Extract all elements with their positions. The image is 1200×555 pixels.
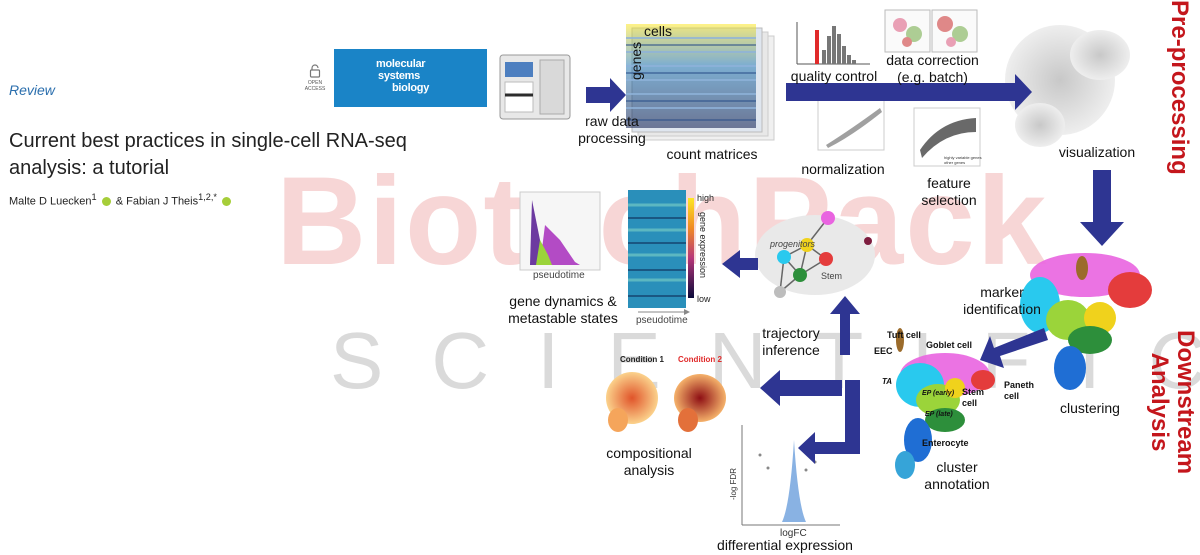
count-matrices-image	[626, 24, 775, 141]
quality-control-histogram	[796, 22, 870, 65]
ep-late-label: EP (late)	[925, 411, 953, 418]
clustering-umap	[1020, 253, 1152, 390]
condition-2-label: Condition 2	[678, 355, 723, 364]
orcid-icon[interactable]	[101, 197, 111, 207]
batch-correction-plots	[884, 9, 978, 53]
data-correction-label: data correction (e.g. batch)	[886, 52, 979, 85]
open-access-line2: ACCESS	[304, 86, 326, 92]
enterocyte-label: Enterocyte	[922, 438, 969, 448]
visualization-label: visualization	[1058, 144, 1136, 160]
feature-selection-label: feature selection	[921, 175, 977, 208]
quality-control-label: quality control	[790, 68, 878, 84]
feature-selection-plot: highly variable genes other genes	[913, 107, 982, 167]
author-1[interactable]: Malte D Luecken	[9, 195, 92, 208]
journal-logo[interactable]: molecular systems biology	[334, 49, 487, 107]
progenitors-label: progenitors	[769, 239, 816, 249]
volcano-plot: -log FDR logFC	[729, 425, 840, 539]
cluster-annotation-umap	[895, 328, 995, 479]
preprocessing-label: Pre-processing	[1166, 0, 1193, 175]
arrow-to-count-matrices	[586, 78, 626, 112]
author-line: Malte D Luecken1 & Fabian J Theis1,2,*	[9, 192, 233, 208]
hvg-legend-2: other genes	[944, 160, 965, 165]
paneth-cell-label: Paneth cell	[1004, 380, 1035, 401]
open-access-badge: OPEN ACCESS	[303, 64, 327, 92]
genes-label: genes	[628, 41, 644, 80]
normalization-label: normalization	[801, 161, 885, 177]
condition-1-label: Condition 1	[620, 355, 665, 364]
arrow-to-differential-expression	[798, 380, 860, 464]
preprocessing-label-container: Pre-processing	[1162, 0, 1198, 210]
arrow-to-visualization	[786, 74, 1032, 110]
normalization-plot	[817, 99, 885, 151]
cells-label: cells	[644, 23, 673, 39]
stem-cell-label: Stem cell	[962, 387, 985, 408]
article-type-link[interactable]: Review	[9, 82, 55, 98]
gene-dynamics-heatmap: high low gene expression pseudotime	[628, 190, 714, 326]
article-title: Current best practices in single-cell RN…	[9, 130, 407, 179]
downstream-label-container: Downstream Analysis	[1143, 330, 1200, 505]
arrow-to-compositional	[760, 370, 842, 406]
gene-dynamics-label: gene dynamics & metastable states	[508, 293, 618, 326]
journal-logo-line1: molecular	[376, 58, 426, 70]
count-matrices-label: count matrices	[666, 146, 758, 162]
visualization-umap	[1005, 25, 1130, 147]
open-access-line1: OPEN	[307, 80, 323, 86]
pseudotime-axis-label: pseudotime	[533, 270, 585, 281]
hvg-legend-1: highly variable genes	[944, 155, 982, 160]
compositional-analysis-plots: Condition 1 Condition 2	[606, 355, 726, 432]
author-separator: &	[115, 195, 124, 208]
cluster-annotation-label: cluster annotation	[924, 459, 990, 492]
arrow-to-gene-dynamics	[722, 250, 758, 278]
ep-early-label: EP (early)	[922, 390, 955, 397]
gene-expression-scale-label: gene expression	[698, 212, 708, 278]
scale-high-label: high	[697, 193, 714, 203]
stem-node-label: Stem	[821, 271, 842, 281]
sequencer-image	[499, 54, 571, 120]
compositional-analysis-label: compositional analysis	[606, 445, 692, 478]
arrow-to-clustering	[1080, 170, 1124, 246]
tuft-cell-label: Tuft cell	[887, 330, 921, 340]
ta-label: TA	[882, 377, 893, 386]
volcano-x-axis-label: logFC	[780, 528, 807, 539]
journal-logo-line2: systems	[378, 70, 420, 82]
orcid-icon[interactable]	[222, 197, 232, 207]
goblet-cell-label: Goblet cell	[926, 340, 973, 350]
downstream-analysis-label: Downstream Analysis	[1146, 330, 1199, 475]
volcano-y-axis-label: -log FDR	[729, 468, 738, 500]
author-1-affiliation: 1	[91, 192, 97, 202]
clustering-label: clustering	[1060, 400, 1120, 416]
journal-logo-line3: biology	[392, 82, 430, 94]
marker-identification-label: marker identification	[963, 284, 1041, 317]
author-2[interactable]: Fabian J Theis	[126, 195, 199, 208]
heatmap-pseudotime-label: pseudotime	[636, 315, 688, 326]
arrow-to-cluster-annotation	[980, 328, 1048, 368]
trajectory-graph: progenitors Stem	[755, 211, 875, 298]
eec-label: EEC	[874, 346, 893, 356]
lock-open-icon	[309, 64, 321, 78]
workflow-arrows	[586, 74, 1124, 464]
differential-expression-label: differential expression	[717, 537, 853, 553]
arrow-to-trajectory	[830, 296, 860, 355]
author-2-affiliation: 1,2,*	[198, 192, 217, 202]
scale-low-label: low	[697, 294, 711, 304]
trajectory-inference-label: trajectory inference	[762, 325, 820, 358]
pseudotime-density-plot: pseudotime	[519, 191, 601, 281]
raw-data-processing-label: raw data processing	[578, 113, 646, 146]
